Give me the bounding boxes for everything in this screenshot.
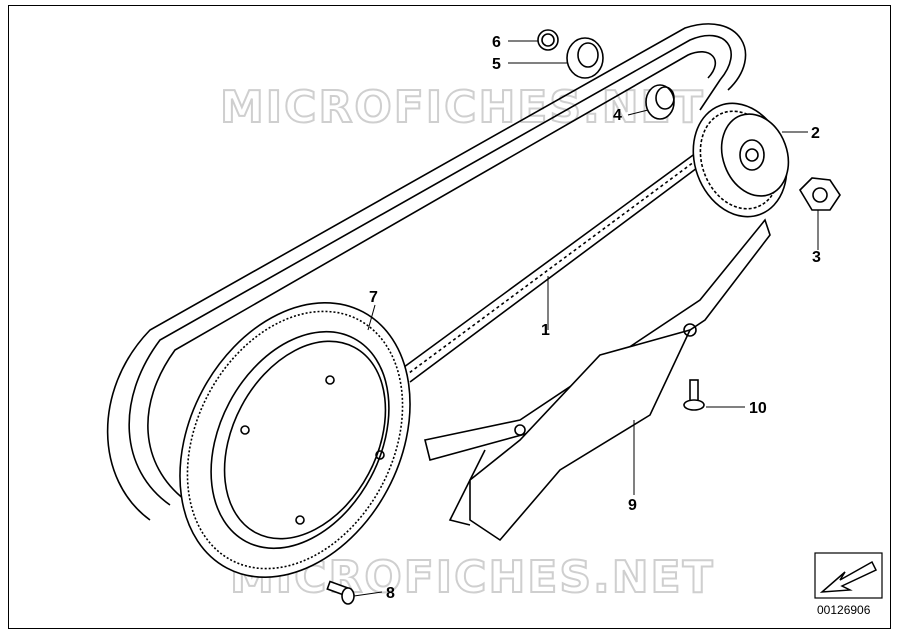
- hex-nut[interactable]: [798, 177, 841, 211]
- callout-3[interactable]: 3: [812, 249, 821, 266]
- catalog-number: 00126906: [817, 603, 871, 617]
- circlip[interactable]: [537, 29, 559, 51]
- drive-belt[interactable]: [106, 23, 747, 521]
- belt-pulley[interactable]: [678, 90, 802, 230]
- callout-9[interactable]: 9: [628, 497, 637, 514]
- callout-8[interactable]: 8: [386, 585, 395, 602]
- bolt-10[interactable]: [683, 379, 705, 411]
- callout-4[interactable]: 4: [613, 107, 622, 124]
- diagram-frame: [8, 5, 891, 629]
- callout-5[interactable]: 5: [492, 56, 501, 73]
- callout-2[interactable]: 2: [811, 125, 820, 142]
- callout-10[interactable]: 10: [749, 400, 767, 417]
- shaft-seal[interactable]: [566, 37, 604, 79]
- callout-6[interactable]: 6: [492, 34, 501, 51]
- belt-guard[interactable]: [424, 218, 771, 542]
- ring-gear[interactable]: [134, 263, 456, 618]
- arrow-down-left-icon: [814, 552, 883, 599]
- callout-1[interactable]: 1: [541, 322, 550, 339]
- spacer-bushing[interactable]: [645, 84, 675, 120]
- bolt-8[interactable]: [326, 580, 355, 605]
- callout-7[interactable]: 7: [369, 289, 378, 306]
- watermark-top: MICROFICHES.NET: [220, 82, 705, 133]
